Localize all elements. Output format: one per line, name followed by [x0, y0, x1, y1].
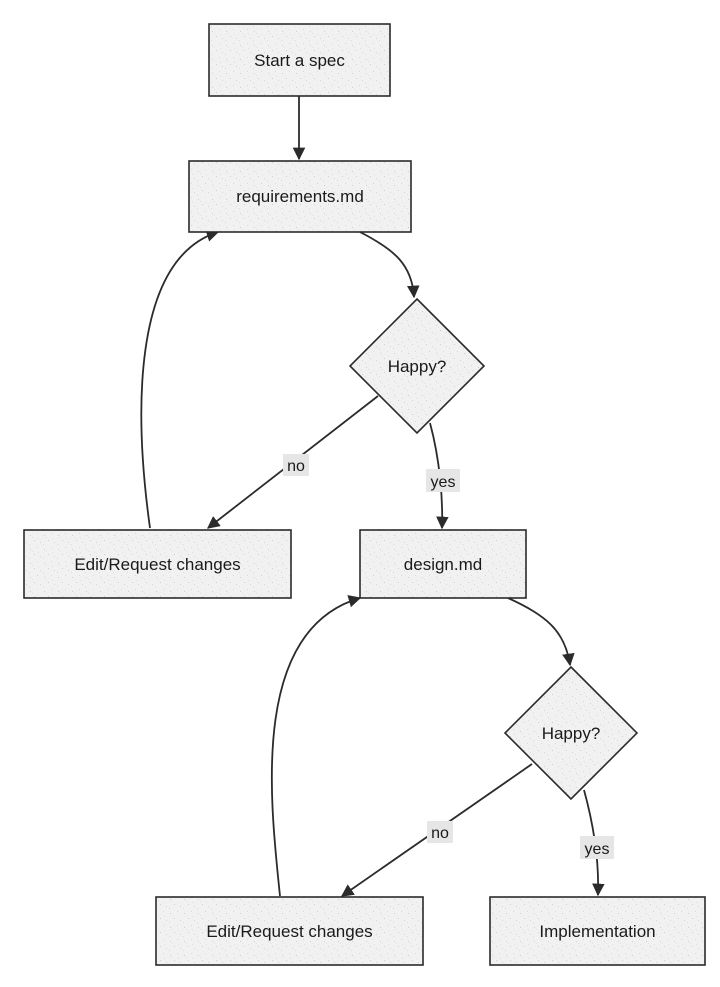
node-happy-1: Happy?	[348, 297, 486, 435]
edge-label-no-2: no	[427, 821, 453, 843]
edge-label-no-1-text: no	[287, 458, 305, 475]
edge-label-yes-2: yes	[580, 836, 614, 859]
node-design: design.md	[359, 529, 527, 599]
node-edit-2-label: Edit/Request changes	[206, 922, 372, 941]
node-requirements: requirements.md	[188, 160, 412, 233]
node-happy-2-label: Happy?	[542, 724, 601, 743]
edge-requirements-to-happy-1	[359, 231, 420, 299]
edge-edit-1-back-to-requirements	[140, 229, 220, 529]
node-edit-2: Edit/Request changes	[155, 896, 424, 966]
node-implementation-label: Implementation	[539, 922, 655, 941]
node-design-label: design.md	[404, 555, 482, 574]
edge-label-no-1: no	[283, 454, 309, 476]
node-edit-1-label: Edit/Request changes	[74, 555, 240, 574]
edge-label-no-2-text: no	[431, 825, 449, 842]
node-happy-2: Happy?	[503, 665, 639, 801]
node-start-label: Start a spec	[254, 51, 345, 70]
node-implementation: Implementation	[489, 896, 706, 966]
edge-design-to-happy-2	[507, 597, 575, 667]
node-requirements-label: requirements.md	[236, 187, 364, 206]
edge-label-yes-1-text: yes	[431, 474, 456, 491]
node-edit-1: Edit/Request changes	[23, 529, 292, 599]
edge-edit-2-back-to-design	[270, 595, 362, 897]
edge-label-yes-1: yes	[426, 469, 460, 492]
edge-label-yes-2-text: yes	[585, 841, 610, 858]
node-start: Start a spec	[208, 23, 391, 97]
node-happy-1-label: Happy?	[388, 357, 447, 376]
